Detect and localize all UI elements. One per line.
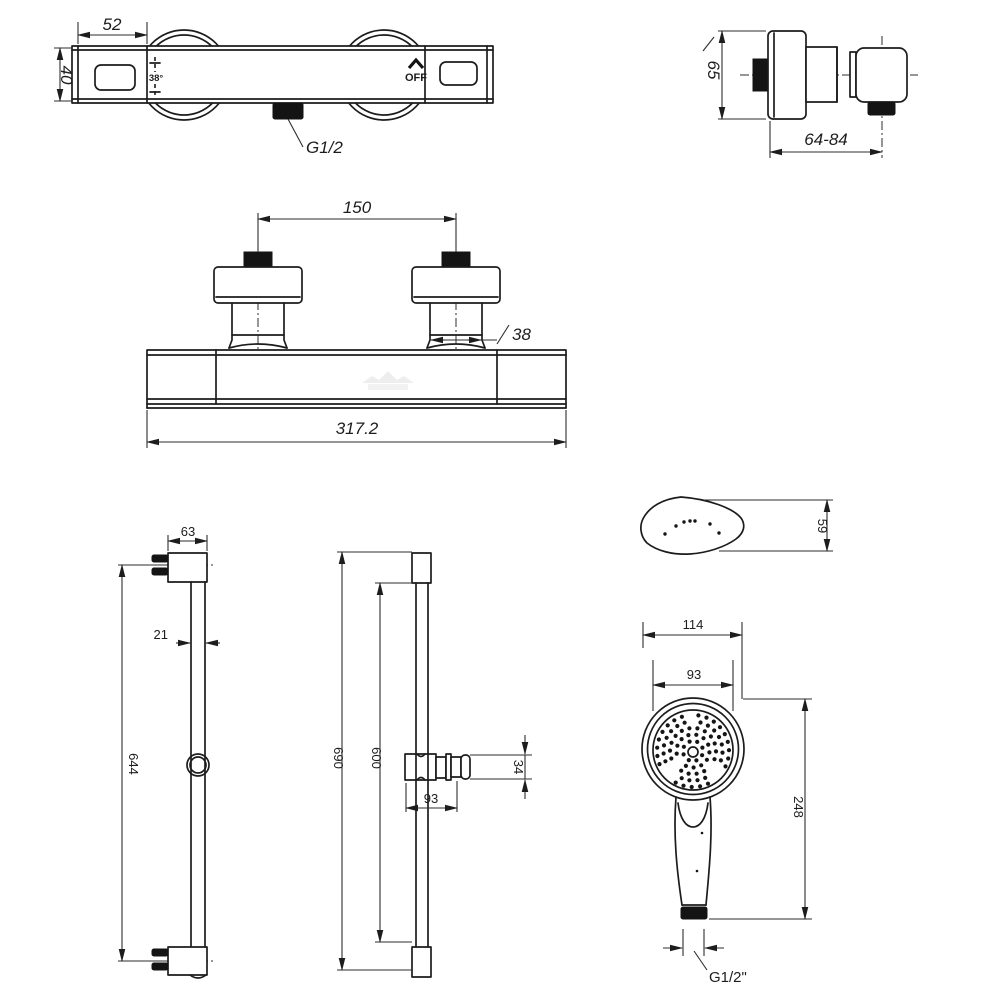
outlet-thread-label: G1/2	[306, 138, 343, 157]
dim-40-label: 40	[57, 66, 76, 85]
dimension-690: 690	[331, 551, 412, 971]
dim-63-label: 63	[181, 524, 195, 539]
outlet-nut	[272, 102, 304, 120]
dim-34-label: 34	[511, 760, 526, 774]
mixer-bar	[71, 45, 494, 104]
dim-65-label: 65	[704, 61, 723, 80]
view-rail-side: 63 21 644	[118, 524, 220, 979]
bottom-bracket-screw-1	[151, 948, 169, 957]
right-endcap-button	[439, 61, 478, 86]
dim-21-label: 21	[154, 627, 168, 642]
handle-scoop	[677, 802, 709, 828]
dimension-317-2: 317.2	[146, 410, 567, 448]
bottom-wall-bracket	[167, 946, 208, 976]
top-bracket-screw-1	[151, 554, 169, 563]
dimension-644: 644	[118, 564, 141, 962]
dimension-34: 34	[470, 735, 532, 799]
spray-dots	[655, 713, 732, 790]
spray-center-nozzle	[687, 746, 699, 758]
off-marking: OFF	[405, 57, 427, 84]
mixer-bar-front	[146, 349, 567, 405]
dim-690-label: 690	[331, 747, 346, 769]
bottom-bracket-screw-2	[151, 962, 169, 971]
handle-nub	[867, 101, 896, 116]
right-valve-nut	[441, 251, 471, 268]
top-wall-bracket	[167, 552, 208, 583]
brand-watermark	[362, 371, 414, 390]
dimension-93-face: 93	[652, 660, 734, 711]
dim-317-2-label: 317.2	[336, 419, 379, 438]
top-bracket-screw-2	[151, 567, 169, 576]
handle-side	[855, 47, 908, 103]
rail-top-cap	[411, 552, 432, 584]
spray-face	[652, 709, 734, 791]
handle-ring	[849, 51, 857, 98]
dim-93-face-label: 93	[687, 667, 701, 682]
dim-59-label: 59	[815, 519, 830, 533]
dim-644-label: 644	[126, 753, 141, 775]
dimension-248: 248	[709, 698, 812, 920]
left-valve-nut	[243, 251, 273, 268]
handshower-handle	[674, 796, 712, 920]
view-handshower-top: 59	[640, 496, 833, 555]
diameter-slash-icon	[702, 36, 715, 52]
shower-holder-slider	[404, 753, 471, 781]
dimension-114: 114	[642, 617, 743, 699]
temperature-marking: 38°	[149, 57, 164, 98]
dimension-g12: G1/2"	[663, 929, 747, 986]
off-arrow-icon	[407, 57, 425, 70]
dim-114-label: 114	[683, 617, 704, 632]
diameter-slash-icon	[496, 324, 510, 345]
dimension-600: 600	[369, 582, 412, 943]
slider-cone-end	[460, 754, 471, 780]
view-mixer-top: 38° OFF G1/2 52 40	[54, 15, 494, 157]
off-label: OFF	[405, 72, 427, 84]
dim-52-label: 52	[103, 15, 122, 34]
g12-leader	[287, 118, 304, 148]
thread-connector	[680, 906, 708, 920]
dimension-64-84: 64-84	[769, 121, 883, 158]
dimension-150: 150	[257, 198, 457, 223]
dim-600-label: 600	[369, 747, 384, 769]
dim-64-84-label: 64-84	[804, 130, 847, 149]
view-mixer-side: 65 64-84	[702, 30, 918, 158]
dimension-52: 52	[77, 15, 148, 44]
dimension-59: 59	[704, 499, 833, 552]
view-mixer-front: 150 38 317.2	[146, 198, 567, 448]
slider-ring-side	[186, 753, 210, 777]
view-handshower-front: 114 93 248	[641, 617, 812, 986]
temp-38-label: 38°	[149, 73, 164, 84]
left-endcap-button	[94, 64, 136, 91]
dim-g12-label: G1/2"	[709, 969, 747, 986]
handshower-top-dots	[663, 519, 721, 536]
handshower-top-outline	[640, 496, 745, 555]
dim-93-slider-label: 93	[424, 791, 438, 806]
dimension-93-slider: 93	[405, 781, 458, 812]
view-rail-front: 690 600 93 34	[331, 551, 532, 978]
left-inlet-valve	[213, 213, 303, 352]
dimension-40: 40	[54, 47, 76, 102]
dim-38-label: 38	[512, 325, 531, 344]
dimension-63: 63	[167, 524, 208, 551]
right-inlet-valve	[411, 213, 501, 352]
rail-bottom-cap	[411, 946, 432, 978]
dim-248-label: 248	[791, 796, 806, 818]
valve-body-side	[805, 46, 838, 103]
dimension-38: 38	[430, 324, 531, 345]
dimension-65: 65	[702, 30, 766, 120]
dimension-21: 21	[154, 627, 220, 647]
dim-150-label: 150	[343, 198, 372, 217]
wall-thread-nipple	[752, 58, 769, 92]
